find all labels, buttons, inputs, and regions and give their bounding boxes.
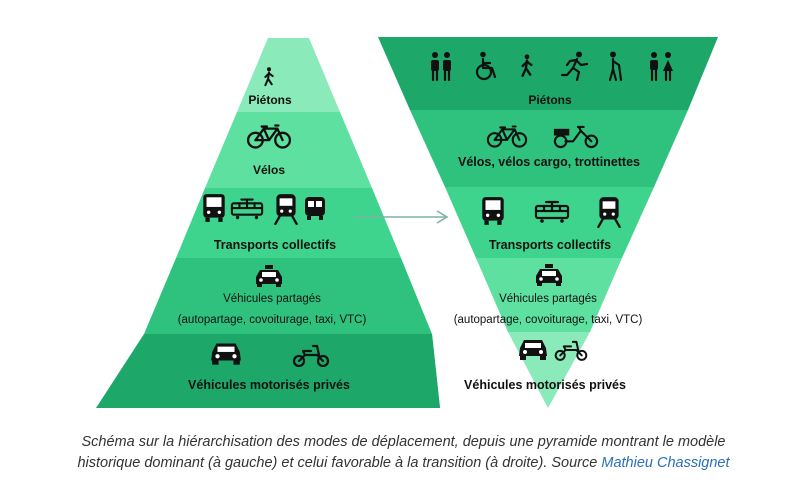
right-tier-4 xyxy=(476,258,622,332)
right-pyramid: Piétons Vélos, vélos cargo, trottinettes… xyxy=(378,37,718,408)
right-tier-2-label: Vélos, vélos cargo, trottinettes xyxy=(458,155,640,169)
caption-line-2: historique dominant (à gauche) et celui … xyxy=(20,453,787,474)
left-pyramid: Piétons Vélos Transports collectifs Véhi… xyxy=(96,38,440,408)
left-tier-4-sublabel: (autopartage, covoiturage, taxi, VTC) xyxy=(178,314,367,326)
left-tier-2-label: Vélos xyxy=(253,163,285,177)
right-tier-3-label: Transports collectifs xyxy=(489,238,611,252)
left-tier-1 xyxy=(237,38,340,112)
right-tier-1 xyxy=(378,37,718,110)
figure-caption: Schéma sur la hiérarchisation des modes … xyxy=(20,432,787,474)
right-tier-1-label: Piétons xyxy=(528,93,572,107)
left-tier-4-label: Véhicules partagés xyxy=(223,293,321,305)
caption-line-2-text: historique dominant (à gauche) et celui … xyxy=(77,455,598,471)
left-tier-2 xyxy=(205,112,372,188)
right-tier-4-sublabel: (autopartage, covoiturage, taxi, VTC) xyxy=(454,314,643,326)
right-tier-2 xyxy=(410,110,688,187)
source-link[interactable]: Mathieu Chassignet xyxy=(601,455,730,471)
right-tier-4-label: Véhicules partagés xyxy=(499,293,597,305)
left-tier-3-label: Transports collectifs xyxy=(214,238,336,252)
left-tier-1-label: Piétons xyxy=(248,93,292,107)
caption-line-1: Schéma sur la hiérarchisation des modes … xyxy=(81,434,726,450)
right-tier-5-label: Véhicules motorisés privés xyxy=(464,378,626,392)
left-tier-4 xyxy=(144,258,432,334)
left-tier-5-label: Véhicules motorisés privés xyxy=(188,378,350,392)
transition-arrow xyxy=(356,210,449,224)
